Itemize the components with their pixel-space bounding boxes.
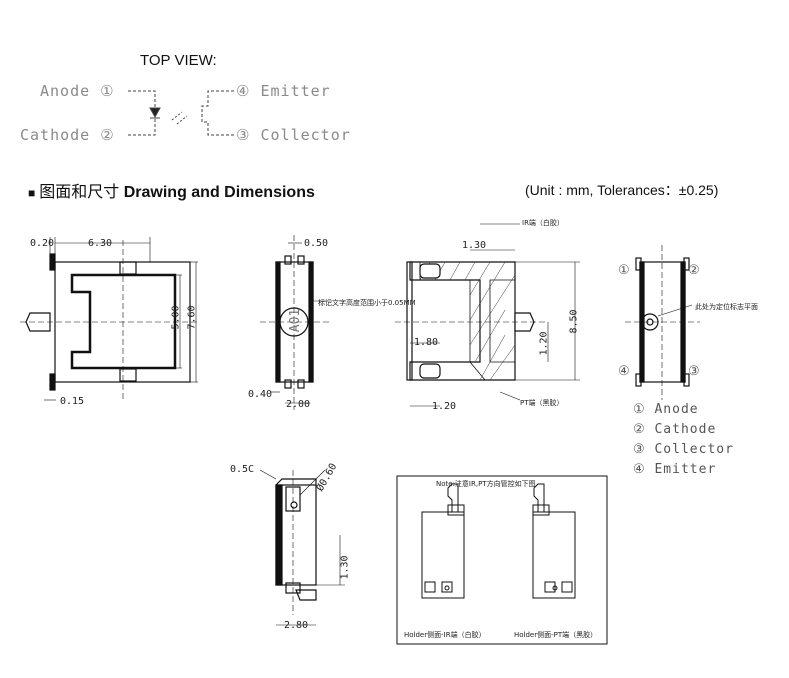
holder-ir-figure <box>421 483 465 599</box>
pin-cathode-label: Cathode ② <box>20 126 115 144</box>
pt-label: PT端（黑胶） <box>520 399 564 407</box>
dim-1-20-vert: 1.20 <box>538 331 550 356</box>
marking-text: A01 <box>288 308 304 333</box>
legend-cathode: ② Cathode <box>633 422 717 437</box>
legend-collector: ③ Collector <box>633 442 734 457</box>
dim-2-80: 2.80 <box>284 620 309 631</box>
box-note: Note:注意IR,PT方向管控如下图 <box>436 480 536 488</box>
top-view-title: TOP VIEW: <box>140 52 217 69</box>
ir-label: IR端（白胶） <box>522 219 564 227</box>
dim-7-60: 7.60 <box>186 305 198 330</box>
side-pin-1: ① <box>618 263 631 278</box>
section-bullet: ■ <box>28 186 36 200</box>
dim-1-80: 1.80 <box>414 337 439 348</box>
section-title-en: Drawing and Dimensions <box>123 184 315 201</box>
side-view-2 <box>625 245 700 400</box>
dim-1-20-bottom: 1.20 <box>432 401 457 412</box>
dim-0-20: 0.20 <box>30 238 55 249</box>
section-view <box>395 223 580 407</box>
dim-8-50: 8.50 <box>568 309 580 334</box>
section-title-cn: 图面和尺寸 <box>39 184 120 201</box>
holder-ir-caption: Holder侧面-IR端（白胶） <box>404 631 486 639</box>
side-pin-3: ③ <box>688 364 701 379</box>
holder-pt-figure <box>532 483 576 599</box>
pin-anode-label: Anode ① <box>40 82 115 100</box>
dim-5-00: 5.00 <box>170 305 182 330</box>
pin-emitter-label: ④ Emitter <box>236 82 331 100</box>
units-note: (Unit : mm, Tolerances：±0.25) <box>525 182 719 198</box>
light-arrow-2 <box>176 115 188 125</box>
light-arrow-1 <box>171 111 183 121</box>
dim-0-5c: 0.5C <box>230 464 255 475</box>
side-pin-4: ④ <box>618 364 631 379</box>
section-header: ■图面和尺寸 Drawing and Dimensions <box>28 178 315 202</box>
legend-anode: ① Anode <box>633 402 699 417</box>
bottom-view <box>259 469 345 626</box>
photo-interrupter-symbol <box>128 90 234 136</box>
holder-pt-caption: Holder侧面-PT端（黑胶） <box>514 631 598 639</box>
note-box <box>396 475 608 645</box>
mark-note: 标记文字高度范围小于0.05MM <box>318 299 416 307</box>
led-triangle <box>149 107 161 119</box>
dim-2-00: 2.00 <box>286 399 311 410</box>
phototransistor <box>201 90 234 136</box>
front-view <box>20 237 200 401</box>
side-view-1 <box>260 235 330 410</box>
dim-0-50: 0.50 <box>304 238 329 249</box>
dim-1-30-top: 1.30 <box>462 240 487 251</box>
dim-6-30: 6.30 <box>88 238 113 249</box>
side-pin-2: ② <box>688 263 701 278</box>
pin-collector-label: ③ Collector <box>236 126 351 144</box>
dim-0-40: 0.40 <box>248 389 273 400</box>
side-note: 此处为定位标志平面 <box>695 303 758 311</box>
hatching <box>419 261 516 381</box>
dim-0-15: 0.15 <box>60 396 85 407</box>
legend-emitter: ④ Emitter <box>633 462 717 477</box>
dim-1-30-bottom: 1.30 <box>339 555 351 580</box>
